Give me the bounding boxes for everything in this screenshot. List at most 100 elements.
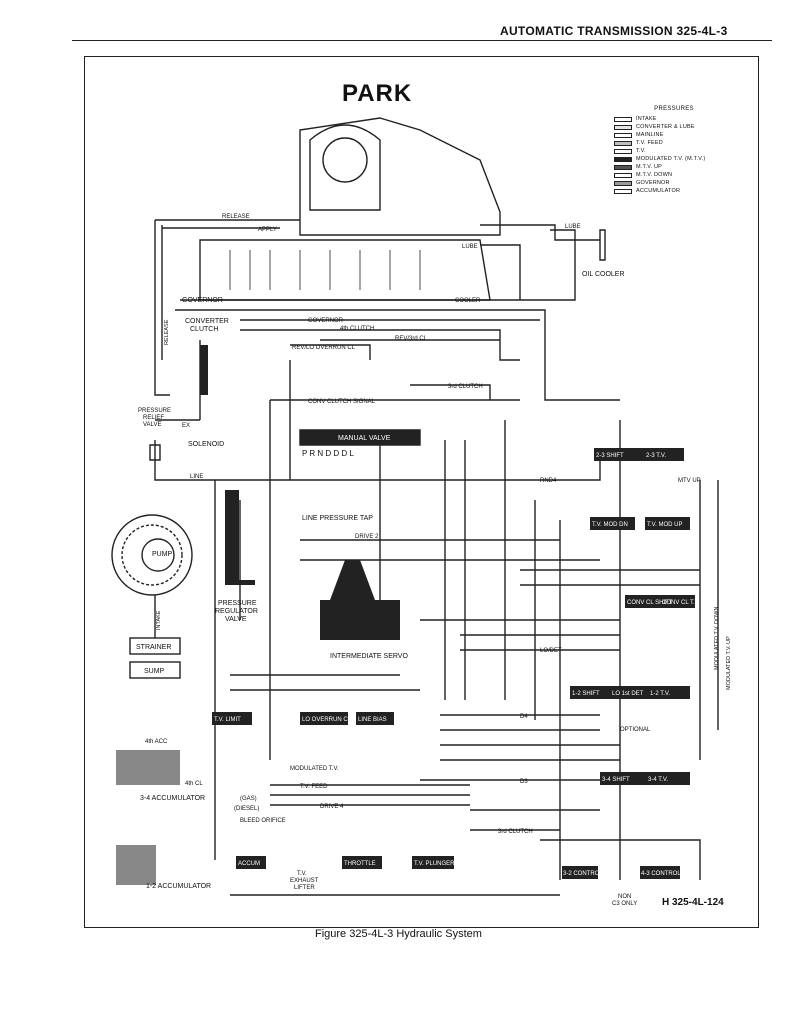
label-accum: ACCUM bbox=[238, 861, 260, 867]
header-rule bbox=[72, 40, 772, 41]
pump-outer bbox=[111, 514, 193, 596]
label-strainer: STRAINER bbox=[136, 644, 171, 651]
label-mtv-up: MTV UP bbox=[678, 478, 701, 484]
legend-label: M.T.V. DOWN bbox=[636, 172, 673, 178]
label-conv-cl-shift: CONV CL SHIFT bbox=[627, 600, 673, 606]
label-throttle: THROTTLE bbox=[344, 861, 376, 867]
diagram-mode-title: PARK bbox=[342, 80, 413, 107]
legend-row: INTAKE bbox=[614, 115, 724, 123]
label-tv-23: 2-3 T.V. bbox=[646, 453, 666, 459]
shift-23-valve bbox=[594, 448, 684, 461]
legend-row: CONVERTER & LUBE bbox=[614, 123, 724, 131]
label-drive2: DRIVE 2 bbox=[355, 534, 379, 540]
cooler-feed bbox=[550, 229, 576, 250]
label-tv-plunger: T.V. PLUNGER bbox=[414, 861, 455, 867]
label-tv-exhaust-1: T.V. bbox=[297, 871, 307, 877]
oil-cooler-box bbox=[599, 229, 606, 261]
sump-box bbox=[129, 661, 181, 679]
relief-valve-spring bbox=[149, 444, 161, 461]
label-drive4: DRIVE 4 bbox=[320, 804, 344, 810]
lube-line-top bbox=[480, 224, 600, 241]
label-intake-vertical: INTAKE bbox=[156, 610, 162, 630]
legend-swatch bbox=[614, 116, 632, 122]
label-non-c3-2: C3 ONLY bbox=[612, 901, 637, 907]
legend-row: M.T.V. DOWN bbox=[614, 171, 724, 179]
label-conv-clutch-signal: CONV CLUTCH SIGNAL bbox=[308, 399, 376, 405]
tv-mod-up-valve bbox=[645, 517, 690, 530]
legend-heading: PRESSURES bbox=[654, 106, 694, 112]
intermediate-servo-body bbox=[320, 560, 400, 640]
label-tv-mod-up: T.V. MOD UP bbox=[647, 522, 682, 528]
label-regulator-1: PRESSURE bbox=[218, 600, 257, 607]
figure-frame bbox=[84, 56, 759, 928]
label-apply: APPLY bbox=[258, 227, 277, 233]
label-lo-overrun: LO OVERRUN CL bbox=[302, 717, 352, 723]
label-regulator-2: REGULATOR bbox=[215, 608, 258, 615]
label-solenoid: SOLENOID bbox=[188, 441, 224, 448]
label-gas: (GAS) bbox=[240, 796, 257, 802]
legend-swatch bbox=[614, 140, 632, 146]
label-release-vertical: RELEASE bbox=[164, 319, 170, 345]
legend-row: ACCUMULATOR bbox=[614, 187, 724, 195]
conv-cl-valve bbox=[625, 595, 695, 608]
label-tv-12: 1-2 T.V. bbox=[650, 691, 670, 697]
label-fourth-cl: 4th CL bbox=[185, 781, 203, 787]
converter-clutch-spool bbox=[200, 345, 208, 395]
label-relief-3: VALVE bbox=[143, 422, 161, 428]
label-d4: D4 bbox=[520, 714, 528, 720]
legend-label: INTAKE bbox=[636, 116, 657, 122]
drive3-line bbox=[540, 839, 701, 880]
label-line-bias: LINE BIAS bbox=[358, 717, 387, 723]
label-modulated-tv: MODULATED T.V. bbox=[290, 766, 339, 772]
label-prnd: P R N D D D L bbox=[302, 449, 354, 458]
label-line: LINE bbox=[190, 474, 203, 480]
label-rnd4: RND4 bbox=[540, 478, 557, 484]
label-sump: SUMP bbox=[144, 668, 165, 675]
d4-line bbox=[175, 309, 620, 401]
label-optional: OPTIONAL bbox=[620, 727, 651, 733]
legend-swatch bbox=[614, 188, 632, 194]
lube-line-mid bbox=[480, 244, 521, 300]
legend-label: T.V. FEED bbox=[636, 140, 663, 146]
acc34-body bbox=[116, 750, 180, 785]
label-intermediate-servo: INTERMEDIATE SERVO bbox=[330, 653, 408, 660]
label-control-32: 3-2 CONTROL bbox=[563, 871, 603, 877]
label-tv-limit: T.V. LIMIT bbox=[214, 717, 241, 723]
legend-label: T.V. bbox=[636, 148, 646, 154]
label-control-43: 4-3 CONTROL bbox=[641, 871, 681, 877]
label-pump: PUMP bbox=[152, 551, 173, 558]
label-governor: GOVERNOR bbox=[182, 297, 223, 304]
converter-torus bbox=[322, 137, 368, 183]
label-lube-top: LUBE bbox=[565, 224, 581, 230]
transmission-case-outline bbox=[299, 117, 501, 236]
label-fourth-acc: 4th ACC bbox=[145, 739, 168, 745]
legend-row: T.V. FEED bbox=[614, 139, 724, 147]
clutch-plates bbox=[229, 250, 421, 290]
legend-swatch bbox=[614, 164, 632, 170]
legend-swatch bbox=[614, 148, 632, 154]
pump-rotor bbox=[141, 538, 175, 572]
label-oil-cooler: OIL COOLER bbox=[582, 271, 625, 278]
label-converter-clutch-2: CLUTCH bbox=[190, 326, 218, 333]
shift-34-valve bbox=[600, 772, 690, 785]
legend-label: MAINLINE bbox=[636, 132, 664, 138]
pump-gear bbox=[121, 524, 183, 586]
rev-lo-line bbox=[290, 344, 371, 360]
label-rev-3rd: REV/3rd CL bbox=[395, 336, 428, 342]
shift-12-valve bbox=[570, 686, 690, 699]
label-shift-23: 2-3 SHIFT bbox=[596, 453, 624, 459]
legend-row: MODULATED T.V. (M.T.V.) bbox=[614, 155, 724, 163]
label-lube-mid: LUBE bbox=[462, 244, 478, 250]
label-relief-1: PRESSURE bbox=[138, 408, 171, 414]
third-clutch-line bbox=[410, 384, 491, 400]
label-converter-clutch: CONVERTER bbox=[185, 318, 229, 325]
clutch-pack-housing bbox=[199, 239, 491, 301]
label-tv-feed: T.V. FEED bbox=[300, 784, 328, 790]
label-acc-34: 3-4 ACCUMULATOR bbox=[140, 795, 205, 802]
label-tv-34: 3-4 T.V. bbox=[648, 777, 668, 783]
label-non-c3-1: NON bbox=[618, 894, 631, 900]
label-shift-34: 3-4 SHIFT bbox=[602, 777, 630, 783]
legend-label: MODULATED T.V. (M.T.V.) bbox=[636, 156, 706, 162]
